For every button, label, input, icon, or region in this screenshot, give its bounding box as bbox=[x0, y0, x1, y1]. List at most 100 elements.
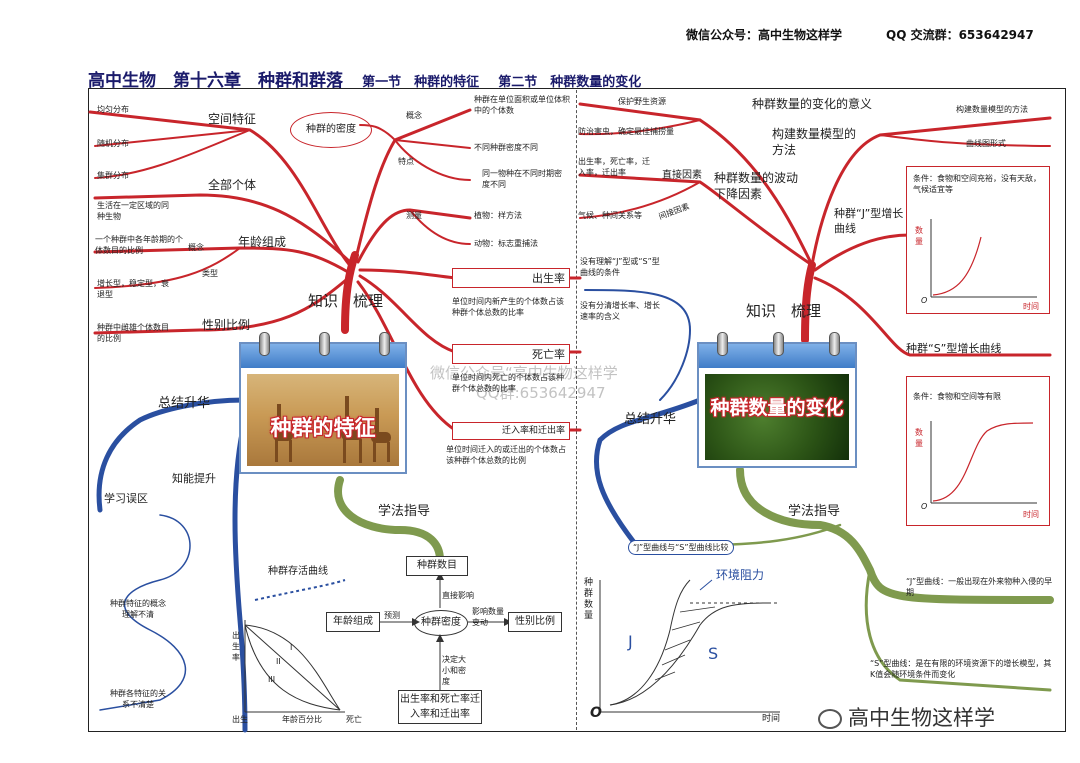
feature-desc-1: 不同种群密度不同 bbox=[474, 143, 538, 152]
calendar-ring-icon bbox=[773, 332, 784, 356]
watermark-line-2: QQ群:653642947 bbox=[476, 384, 606, 402]
left-calendar: 种群的特征 bbox=[239, 332, 407, 474]
survival-ylabel: 出生率 bbox=[232, 631, 240, 662]
death-rate-label: 死亡率 bbox=[532, 348, 565, 361]
migration-desc: 单位时间迁入的或迁出的个体数占该种群个体总数的比例 bbox=[446, 445, 566, 465]
measure-plant: 植物：样方法 bbox=[474, 211, 522, 220]
spatial-feature-label: 空间特征 bbox=[208, 112, 257, 126]
wechat-icon bbox=[818, 709, 842, 729]
direct-factor-label: 直接因素 bbox=[662, 170, 702, 181]
death-rate-box: 死亡率 bbox=[452, 344, 570, 364]
j-curve-condition: 条件：食物和空间充裕，没有天敌，气候适宜等 bbox=[913, 174, 1041, 194]
compare-chart-origin: O bbox=[590, 705, 602, 721]
survival-xlabel-right: 死亡 bbox=[346, 715, 362, 724]
right-summary-label: 总结升华 bbox=[624, 412, 677, 427]
footer-brand-text: 高中生物这样学 bbox=[848, 706, 995, 730]
flow-population-number: 种群数目 bbox=[406, 556, 468, 576]
mind-map-sheet bbox=[88, 88, 1066, 732]
spatial-item-random: 随机分布 bbox=[97, 139, 129, 148]
migration-label: 迁入率和迁出率 bbox=[501, 426, 565, 436]
left-method-label: 学法指导 bbox=[378, 504, 431, 519]
meaning-item-1: 保护野生资源 bbox=[618, 97, 666, 106]
flow-population-density: 种群密度 bbox=[414, 610, 468, 636]
age-type-label: 类型 bbox=[202, 269, 218, 278]
birth-rate-label: 出生率 bbox=[532, 272, 565, 285]
mistake-note-1: 没有理解“J”型或“S”型曲线的条件 bbox=[580, 257, 660, 277]
spatial-item-clumped: 集群分布 bbox=[97, 171, 129, 180]
s-curve-chart bbox=[930, 421, 1037, 504]
footer-brand: 高中生物这样学 bbox=[818, 702, 995, 732]
meaning-item-2: 防治害虫，确定最佳捕捞量 bbox=[578, 127, 674, 136]
sex-ratio-desc: 种群中雌雄个体数目的比例 bbox=[97, 323, 169, 343]
survival-xlabel-left: 出生 bbox=[232, 715, 248, 724]
mistake-1: 种群特征的概念理解不清 bbox=[110, 599, 166, 619]
indirect-factor-desc: 气候、种间关系等 bbox=[578, 211, 642, 220]
j-curve-ylabel: 数量 bbox=[915, 226, 923, 246]
feature-label: 特点 bbox=[398, 157, 414, 166]
all-individuals-desc: 生活在一定区域的同种生物 bbox=[97, 201, 169, 221]
section-1-title: 第一节 种群的特征 bbox=[362, 75, 480, 90]
right-knowledge-label: 知识 梳理 bbox=[746, 302, 822, 320]
left-summary-label: 总结升华 bbox=[158, 396, 211, 411]
watermark-line-1: 微信公众号“高中生物这样学 bbox=[430, 364, 618, 382]
compare-curves-label: “J”型曲线与“S”型曲线比较 bbox=[628, 540, 734, 555]
concept-desc: 种群在单位面积或单位体积中的个体数 bbox=[474, 95, 570, 115]
right-method-label: 学法指导 bbox=[788, 504, 841, 519]
concept-label: 概念 bbox=[406, 111, 422, 120]
compare-chart-xlabel: 时间 bbox=[762, 714, 781, 724]
right-calendar: 种群数量的变化 bbox=[697, 332, 857, 468]
j-curve-note: “J”型曲线：一般出现在外来物种入侵的早期 bbox=[906, 577, 1053, 597]
giraffe-photo: 种群的特征 bbox=[247, 374, 399, 466]
measure-label: 测量 bbox=[406, 211, 422, 220]
flow-decide: 决定大小和密度 bbox=[442, 655, 466, 686]
death-rate-desc: 单位时间内死亡的个体数占该种群个体总数的比率 bbox=[452, 373, 564, 393]
flow-affect-change: 影响数量变动 bbox=[472, 607, 504, 627]
s-curve-note: “S”型曲线：是在有限的环境资源下的增长模型，其K值会随环境条件而变化 bbox=[870, 659, 1052, 679]
age-structure-label: 年龄组成 bbox=[238, 235, 287, 249]
deer-forest-photo: 种群数量的变化 bbox=[705, 374, 849, 460]
migration-box: 迁入率和迁出率 bbox=[452, 422, 570, 440]
direct-factor-desc: 出生率，死亡率，迁入率，迁出率 bbox=[578, 157, 650, 177]
survival-xlabel-mid: 年龄百分比 bbox=[282, 715, 322, 724]
center-divider bbox=[576, 90, 577, 730]
survival-type-2: II bbox=[276, 657, 281, 666]
age-concept-desc: 一个种群中各年龄期的个体数目的比例 bbox=[95, 235, 183, 255]
j-curve-marker: J bbox=[628, 632, 633, 651]
density-oval: 种群的密度 bbox=[290, 112, 372, 148]
calendar-ring-icon bbox=[717, 332, 728, 356]
birth-rate-box: 出生率 bbox=[452, 268, 570, 288]
calendar-ring-icon bbox=[829, 332, 840, 356]
qq-group: QQ 交流群：653642947 bbox=[886, 28, 1034, 42]
flow-age-structure: 年龄组成 bbox=[326, 612, 380, 632]
giraffe-silhouette-icon bbox=[273, 396, 391, 463]
all-individuals-label: 全部个体 bbox=[208, 178, 257, 192]
feature-desc-2: 同一物种在不同时期密度不同 bbox=[482, 169, 562, 189]
s-curve-condition: 条件：食物和空间等有限 bbox=[913, 392, 1001, 401]
model-label: 构建数量模型的方法 bbox=[772, 127, 857, 157]
left-knowledge-label: 知识 梳理 bbox=[308, 292, 384, 310]
j-curve-box: 条件：食物和空间充裕，没有天敌，气候适宜等 数量 时间 O bbox=[906, 166, 1050, 314]
survival-curve-label: 种群存活曲线 bbox=[268, 566, 328, 577]
j-curve-origin: O bbox=[921, 296, 928, 305]
spatial-item-uniform: 均匀分布 bbox=[97, 105, 129, 114]
s-curve-marker: S bbox=[708, 644, 719, 663]
s-curve-ylabel: 数量 bbox=[915, 428, 923, 448]
measure-animal: 动物：标志重捕法 bbox=[474, 239, 538, 248]
survival-type-1: I bbox=[290, 643, 293, 652]
compare-chart-ylabel: 种群数量 bbox=[584, 578, 594, 621]
model-item-2: 曲线图形式 bbox=[966, 139, 1006, 148]
flow-predict: 预测 bbox=[384, 611, 400, 620]
meaning-label: 种群数量的变化的意义 bbox=[752, 97, 873, 111]
j-curve-chart bbox=[930, 219, 1037, 298]
age-type-desc: 增长型，稳定型，衰退型 bbox=[97, 279, 169, 299]
calendar-ring-icon bbox=[259, 332, 270, 356]
page-title-bar: 高中生物 第十六章 种群和群落 第一节 种群的特征 第二节 种群数量的变化 bbox=[88, 66, 1028, 91]
age-concept-label: 概念 bbox=[188, 243, 204, 252]
mistake-note-2: 没有分清增长率、增长速率的含义 bbox=[580, 301, 660, 321]
birth-rate-desc: 单位时间内新产生的个体数占该种群个体总数的比率 bbox=[452, 297, 564, 317]
calendar-ring-icon bbox=[379, 332, 390, 356]
mistake-2: 种群各特征的关系不清楚 bbox=[110, 689, 166, 709]
wechat-account: 微信公众号：高中生物这样学 bbox=[686, 28, 843, 42]
j-curve-xlabel: 时间 bbox=[1023, 302, 1039, 311]
